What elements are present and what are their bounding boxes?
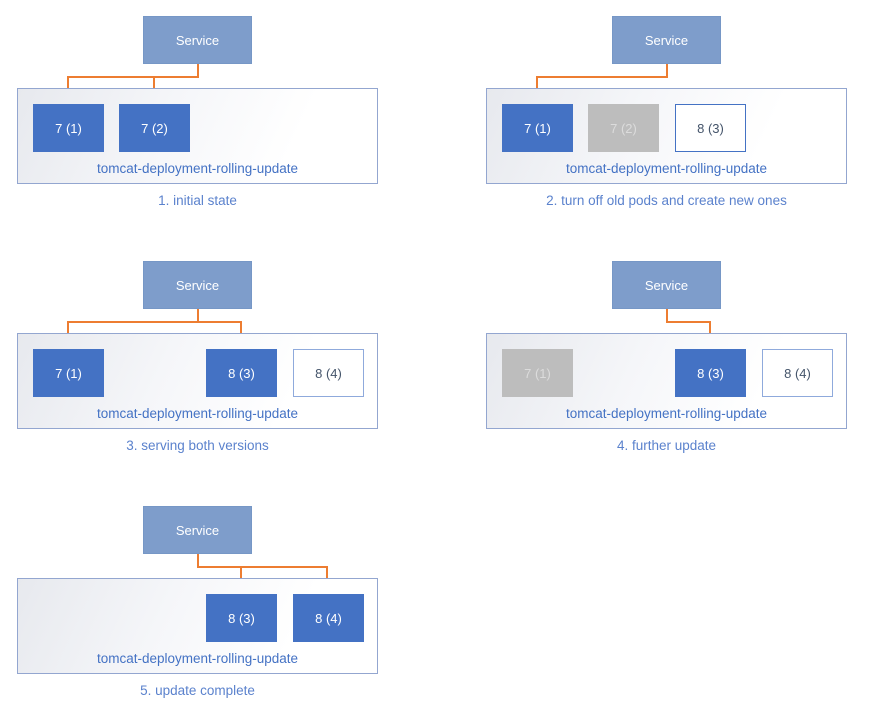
- pod-8-4: 8 (4): [293, 349, 364, 397]
- step-caption: 3. serving both versions: [126, 438, 269, 453]
- panel-further-update: Service 7 (1) 8 (3) 8 (4) tomcat-deploym…: [469, 245, 869, 470]
- deployment-label: tomcat-deployment-rolling-update: [565, 161, 768, 176]
- step-caption: 4. further update: [616, 438, 717, 453]
- deployment-label: tomcat-deployment-rolling-update: [96, 161, 299, 176]
- deployment-label: tomcat-deployment-rolling-update: [565, 406, 768, 421]
- service-box: Service: [143, 506, 252, 554]
- pod-7-2: 7 (2): [119, 104, 190, 152]
- pod-7-1: 7 (1): [502, 104, 573, 152]
- pod-7-1: 7 (1): [33, 349, 104, 397]
- deployment-label: tomcat-deployment-rolling-update: [96, 651, 299, 666]
- deployment-label: tomcat-deployment-rolling-update: [96, 406, 299, 421]
- pod-8-4: 8 (4): [762, 349, 833, 397]
- step-caption: 1. initial state: [158, 193, 237, 208]
- pod-8-3: 8 (3): [675, 349, 746, 397]
- panel-update-complete: Service 8 (3) 8 (4) tomcat-deployment-ro…: [0, 490, 400, 715]
- panel-serving-both-versions: Service 7 (1) 8 (3) 8 (4) tomcat-deploym…: [0, 245, 400, 470]
- deployment-box: 7 (1) 8 (3) 8 (4) tomcat-deployment-roll…: [486, 333, 847, 429]
- service-box: Service: [143, 16, 252, 64]
- pod-8-4: 8 (4): [293, 594, 364, 642]
- deployment-box: 7 (1) 8 (3) 8 (4) tomcat-deployment-roll…: [17, 333, 378, 429]
- pod-8-3: 8 (3): [675, 104, 746, 152]
- step-caption: 2. turn off old pods and create new ones: [546, 193, 787, 208]
- deployment-box: 7 (1) 7 (2) tomcat-deployment-rolling-up…: [17, 88, 378, 184]
- panel-turn-off-old-pods: Service 7 (1) 7 (2) 8 (3) tomcat-deploym…: [469, 0, 869, 225]
- pod-7-1: 7 (1): [502, 349, 573, 397]
- pod-7-2: 7 (2): [588, 104, 659, 152]
- deployment-box: 7 (1) 7 (2) 8 (3) tomcat-deployment-roll…: [486, 88, 847, 184]
- panel-initial-state: Service 7 (1) 7 (2) tomcat-deployment-ro…: [0, 0, 400, 225]
- pod-8-3: 8 (3): [206, 349, 277, 397]
- deployment-box: 8 (3) 8 (4) tomcat-deployment-rolling-up…: [17, 578, 378, 674]
- step-caption: 5. update complete: [140, 683, 255, 698]
- service-box: Service: [143, 261, 252, 309]
- service-box: Service: [612, 16, 721, 64]
- service-box: Service: [612, 261, 721, 309]
- pod-7-1: 7 (1): [33, 104, 104, 152]
- pod-8-3: 8 (3): [206, 594, 277, 642]
